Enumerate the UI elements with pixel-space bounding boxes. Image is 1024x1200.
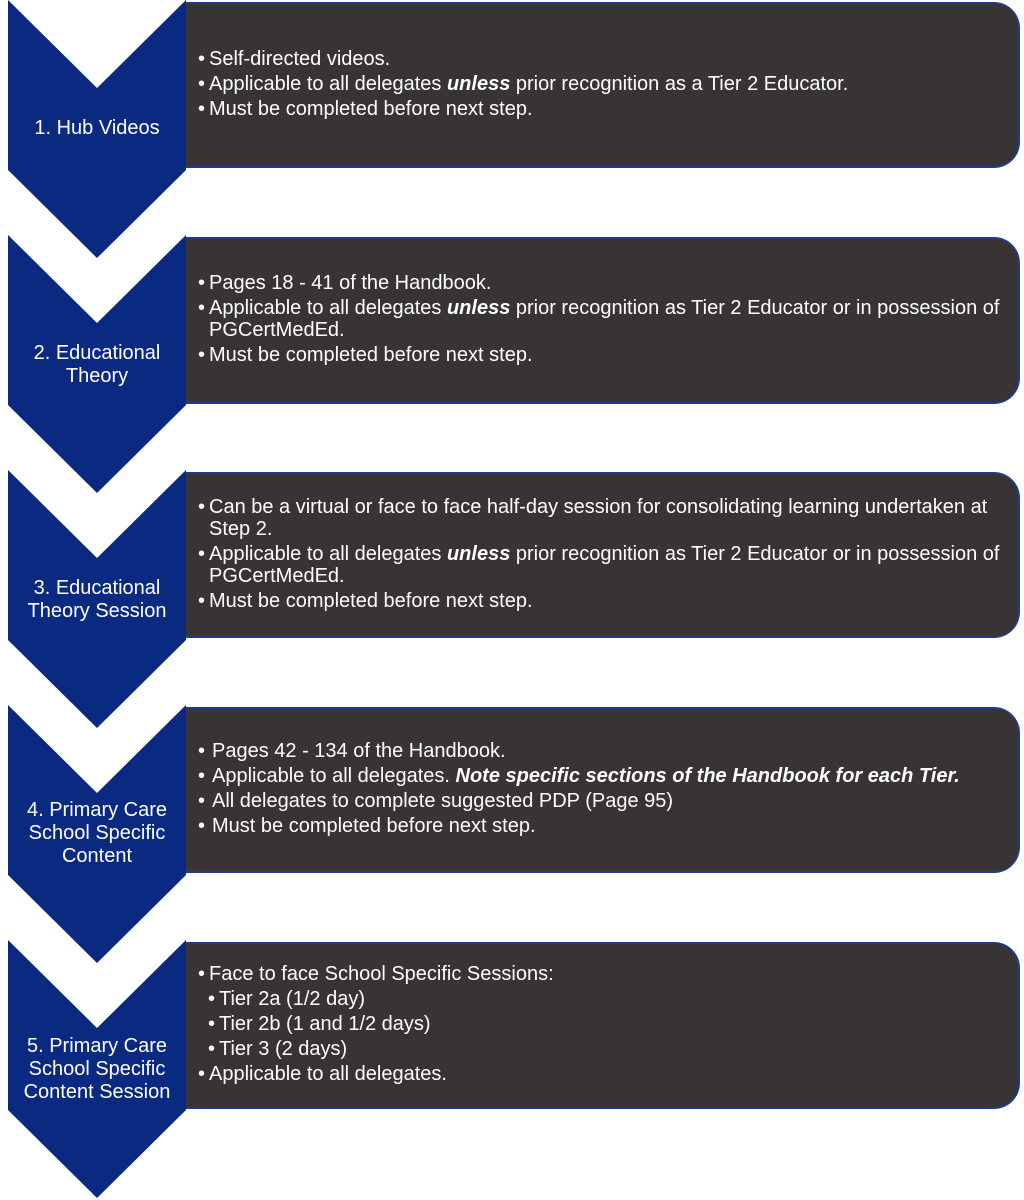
step-3-label: 3. Educational Theory Session xyxy=(27,577,167,622)
step-1-bullet-3: •Must be completed before next step. xyxy=(198,97,533,120)
step-3-bullet-2: •Applicable to all delegates unless prio… xyxy=(198,542,1000,587)
step-5-chevron xyxy=(8,940,186,1198)
step-5-bullet-3: •Tier 2b (1 and 1/2 days) xyxy=(208,1013,431,1035)
step-5-bullet-2: •Tier 2a (1/2 day) xyxy=(208,988,365,1010)
step-5-bullet-5: •Applicable to all delegates. xyxy=(198,1063,447,1085)
step-4-label: 4. Primary Care School Specific Content xyxy=(26,799,168,867)
step-5-label: 5. Primary Care School Specific Content … xyxy=(23,1035,171,1103)
step-4-box: •Pages 42 - 134 of the Handbook. •Applic… xyxy=(186,707,1020,873)
step-4-bullet-4: •Must be completed before next step. xyxy=(198,815,536,837)
step-5-bullet-4: •Tier 3 (2 days) xyxy=(208,1038,348,1060)
step-1-bullet-2: •Applicable to all delegates unless prio… xyxy=(198,72,849,95)
step-4-bullet-2: •Applicable to all delegates. Note speci… xyxy=(198,765,960,787)
step-3-box: •Can be a virtual or face to face half-d… xyxy=(186,472,1020,638)
step-1-box: •Self-directed videos. •Applicable to al… xyxy=(186,2,1020,168)
step-5-bullet-1: •Face to face School Specific Sessions: xyxy=(198,963,554,985)
step-4-bullet-3: •All delegates to complete suggested PDP… xyxy=(198,790,674,812)
step-1-chevron xyxy=(8,0,186,258)
step-4-chevron xyxy=(8,705,186,963)
step-3-bullet-1: •Can be a virtual or face to face half-d… xyxy=(198,495,988,540)
step-2-box: •Pages 18 - 41 of the Handbook. •Applica… xyxy=(186,237,1020,404)
step-1-label: 1. Hub Videos xyxy=(34,117,160,139)
step-2-chevron xyxy=(8,235,186,493)
step-2-bullet-3: •Must be completed before next step. xyxy=(198,344,533,366)
step-3-chevron xyxy=(8,470,186,728)
step-5-box: •Face to face School Specific Sessions: … xyxy=(186,942,1020,1109)
step-1-bullet-1: •Self-directed videos. xyxy=(198,47,391,70)
step-4-bullet-1: •Pages 42 - 134 of the Handbook. xyxy=(198,740,506,762)
step-2-bullet-1: •Pages 18 - 41 of the Handbook. xyxy=(198,272,492,294)
step-2-label: 2. Educational Theory xyxy=(33,342,161,387)
step-3-bullet-3: •Must be completed before next step. xyxy=(198,589,533,612)
step-2-bullet-2: •Applicable to all delegates unless prio… xyxy=(198,297,1000,341)
